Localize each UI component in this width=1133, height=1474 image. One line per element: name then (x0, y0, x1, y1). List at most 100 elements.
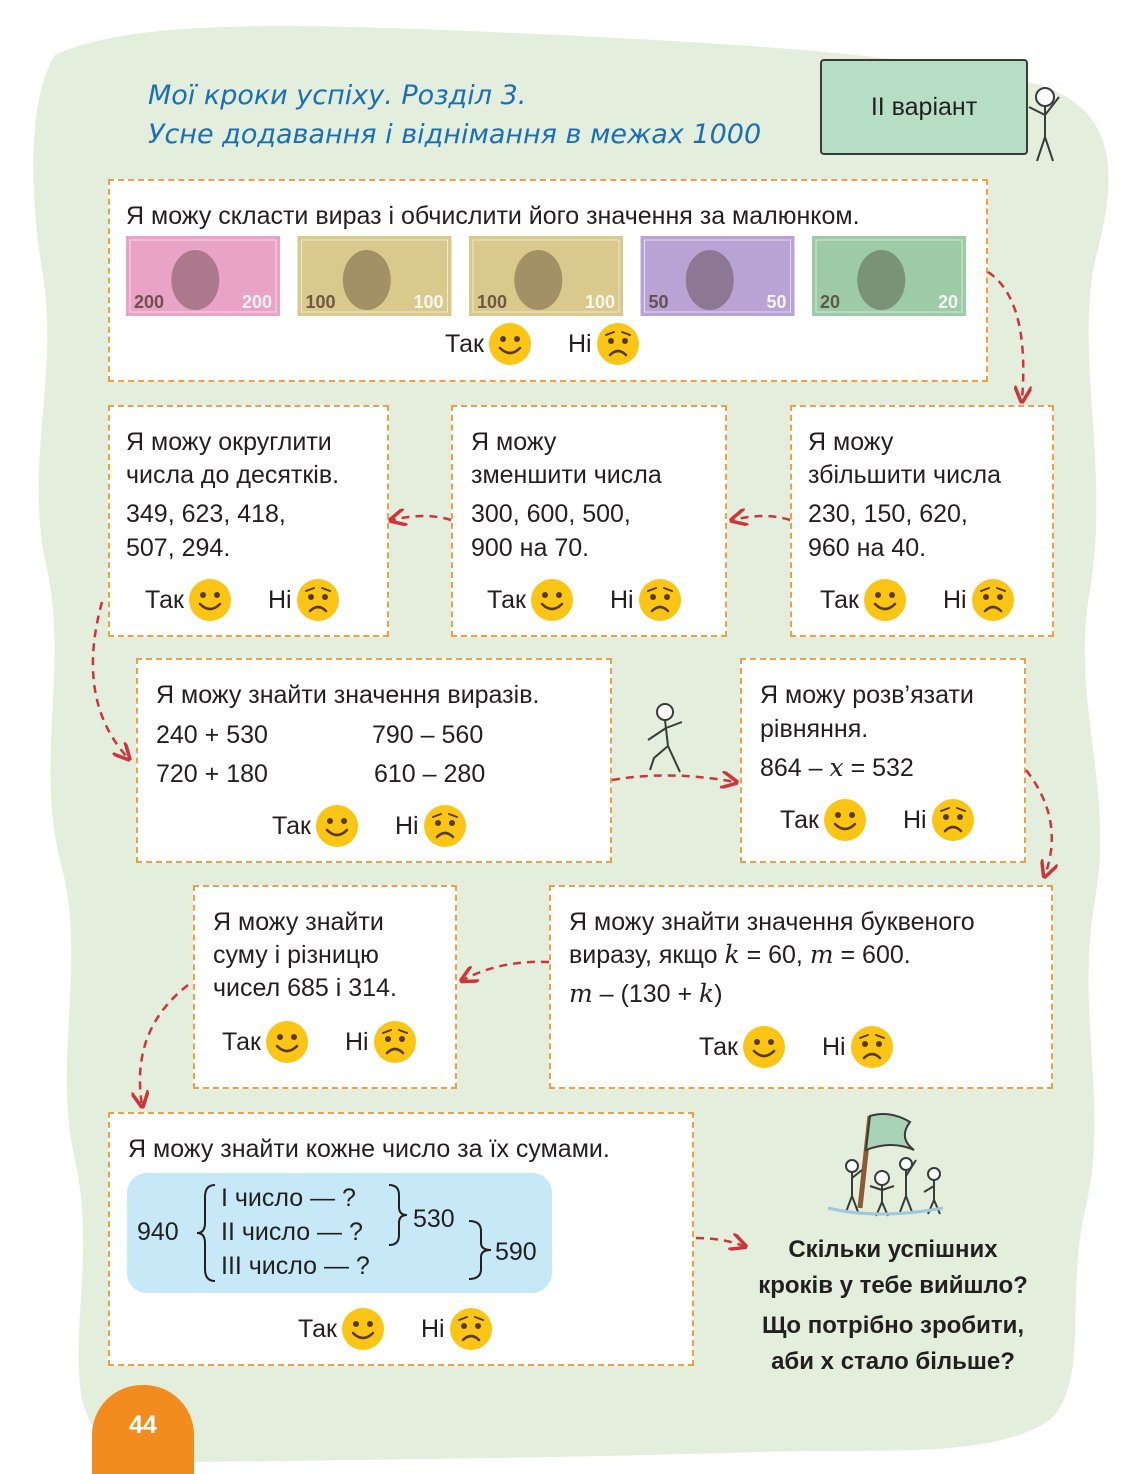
arrow-money-to-increase (987, 270, 1023, 400)
yes-label: Так (145, 585, 184, 614)
smile-icon[interactable] (265, 1020, 309, 1064)
banknote-value-label: 100 (477, 292, 507, 312)
round-line2: числа до десятків. (126, 461, 340, 489)
smile-icon[interactable] (488, 322, 532, 366)
banknote-100: 100 100 (469, 236, 623, 316)
smile-icon[interactable] (341, 1307, 385, 1351)
smile-icon[interactable] (315, 804, 359, 848)
yes-label: Так (487, 585, 526, 614)
no-label: Ні (345, 1027, 369, 1056)
smile-icon[interactable] (742, 1025, 786, 1069)
note-line3: Що потрібно зробити, (761, 1312, 1025, 1339)
sad-icon[interactable] (850, 1025, 894, 1069)
reflection-note: Скільки успішних кроків у тебе вийшло? Щ… (730, 1232, 1056, 1380)
decrease-line3: 300, 600, 500, (471, 500, 631, 528)
smile-icon[interactable] (188, 578, 232, 622)
equation-left: 864 – (760, 754, 830, 782)
expression-3: 720 + 180 (156, 760, 268, 788)
person-holding-sign-icon (1028, 87, 1060, 162)
sad-icon[interactable] (931, 798, 975, 842)
banknote-value-label: 100 (413, 292, 443, 312)
equation-variable: x (829, 753, 844, 782)
variable-k: k (724, 940, 740, 969)
task-money-text: Я можу скласти вираз і обчислити його зн… (126, 202, 860, 230)
note-line1: Скільки успішних (788, 1236, 998, 1263)
no-label: Ні (943, 585, 967, 614)
letter-expr-line2-c: = 600. (833, 941, 911, 969)
banknote-value-label: 20 (938, 292, 958, 312)
sum-1-2: 530 (413, 1205, 455, 1233)
variant-badge: ІІ варіант (820, 59, 1028, 155)
expr-middle: – (130 + (592, 980, 700, 1008)
walking-person-icon (647, 703, 683, 773)
sad-icon[interactable] (596, 322, 640, 366)
decrease-line1: Я можу (471, 428, 557, 456)
sad-icon[interactable] (971, 578, 1015, 622)
increase-line1: Я можу (808, 428, 894, 456)
no-label: Ні (903, 805, 927, 834)
letter-expr-answer: Так Ні (699, 1025, 894, 1069)
increase-line2: збільшити числа (808, 461, 1002, 489)
yes-label: Так (222, 1027, 261, 1056)
task-box-letter-expression: Я можу знайти значення буквеного виразу,… (549, 885, 1053, 1089)
page-number-badge: 44 (92, 1385, 194, 1474)
money-answer: Так Ні (445, 322, 640, 366)
task-box-equation: Я можу розв’язати рівняння. 864 – x = 53… (740, 658, 1026, 863)
letter-expr-line2-a: виразу, якщо (569, 941, 725, 969)
arrow-equation-to-letter (1025, 769, 1052, 875)
smile-icon[interactable] (823, 798, 867, 842)
round-line1: Я можу округлити (126, 428, 332, 456)
sum-diff-line3: чисел 685 і 314. (213, 974, 397, 1002)
round-line4: 507, 294. (126, 534, 231, 562)
round-answer: Так Ні (145, 578, 340, 622)
sum-2-3: 590 (495, 1238, 537, 1266)
number-1-label: І число — ? (221, 1184, 356, 1212)
arrow-decrease-to-round (392, 516, 452, 520)
banknote-value-label: 200 (242, 292, 272, 312)
increase-line3: 230, 150, 620, (808, 500, 968, 528)
right-brace-1-icon (388, 1184, 408, 1246)
yes-label: Так (298, 1314, 337, 1343)
yes-label: Так (445, 329, 484, 358)
no-label: Ні (822, 1032, 846, 1061)
arrow-expressions-to-equation (611, 775, 735, 782)
increase-answer: Так Ні (820, 578, 1015, 622)
increase-line4: 960 на 40. (808, 534, 927, 562)
number-3-label: ІІІ число — ? (221, 1252, 370, 1280)
equation-formula: 864 – x = 532 (760, 751, 914, 785)
task-box-decrease: Я можу зменшити числа 300, 600, 500, 900… (451, 405, 727, 637)
expression-2: 790 – 560 (372, 721, 484, 749)
arrow-sumdiff-to-sums (140, 984, 189, 1105)
sad-icon[interactable] (373, 1020, 417, 1064)
left-brace-icon (196, 1184, 216, 1282)
smile-icon[interactable] (863, 578, 907, 622)
no-label: Ні (610, 585, 634, 614)
arrow-increase-to-decrease (733, 516, 791, 520)
sums-total: 940 (137, 1218, 179, 1246)
task-box-sum-diff: Я можу знайти суму і різницю чисел 685 і… (193, 885, 457, 1089)
sums-text: Я можу знайти кожне число за їх сумами. (128, 1135, 610, 1163)
sad-icon[interactable] (449, 1307, 493, 1351)
note-line2: кроків у тебе вийшло? (758, 1272, 1028, 1299)
banknote-value-label: 100 (585, 292, 615, 312)
variant-label: ІІ варіант (870, 92, 978, 121)
smile-icon[interactable] (530, 578, 574, 622)
no-label: Ні (421, 1314, 445, 1343)
decrease-line4: 900 на 70. (471, 534, 590, 562)
decrease-line2: зменшити числа (471, 461, 662, 489)
banknote-value-label: 20 (820, 292, 840, 312)
arrow-sums-to-note (695, 1238, 744, 1246)
expressions-text: Я можу знайти значення виразів. (156, 681, 540, 709)
expression-1: 240 + 530 (156, 721, 268, 749)
expressions-answer: Так Ні (272, 804, 467, 848)
sad-icon[interactable] (296, 578, 340, 622)
sad-icon[interactable] (423, 804, 467, 848)
sad-icon[interactable] (638, 578, 682, 622)
variable-m: m (809, 940, 834, 969)
task-box-expressions: Я можу знайти значення виразів. 240 + 53… (136, 658, 612, 863)
